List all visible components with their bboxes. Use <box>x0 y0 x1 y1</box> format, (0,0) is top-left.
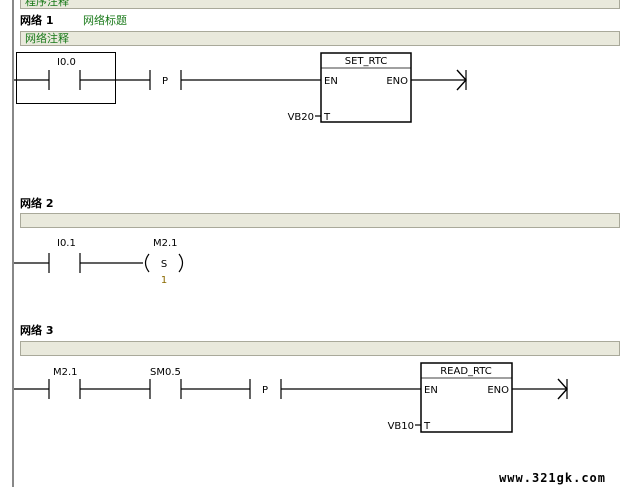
network-1-contact[interactable] <box>48 70 81 90</box>
network-2-coil-type: S <box>161 259 167 270</box>
read-rtc-en: EN <box>424 385 438 396</box>
network-2-rung <box>14 253 184 273</box>
network-1-subtitle[interactable]: 网络标题 <box>83 14 127 27</box>
network-1-edge-label: P <box>162 76 168 87</box>
network-2-contact[interactable] <box>48 253 81 273</box>
network-1-selection-box <box>16 52 116 104</box>
power-rail <box>12 0 14 487</box>
set-rtc-name: SET_RTC <box>345 56 388 67</box>
read-rtc-eno: ENO <box>487 385 509 396</box>
network-2-title: 网络 2 <box>20 197 54 210</box>
network-2-set-coil[interactable] <box>144 253 184 273</box>
set-rtc-input-addr: VB20 <box>288 112 314 123</box>
read-rtc-input-addr: VB10 <box>388 421 414 432</box>
network-2-contact-addr: I0.1 <box>57 238 76 249</box>
program-comment-bar[interactable]: 程序注释 <box>20 0 620 9</box>
network-1-contact-addr: I0.0 <box>57 57 76 68</box>
network-3-contact-2[interactable] <box>149 379 182 399</box>
read-rtc-name: READ_RTC <box>440 366 492 377</box>
network-3-contact-1[interactable] <box>48 379 81 399</box>
site-watermark: www.321gk.com <box>499 471 606 485</box>
network-3-rung <box>14 362 568 433</box>
set-rtc-input-pin: T <box>323 112 331 123</box>
network-1-title: 网络 1 <box>20 14 54 27</box>
program-comment-text: 程序注释 <box>25 0 69 8</box>
network-1-comment-bar[interactable]: 网络注释 <box>20 31 620 46</box>
set-rtc-en: EN <box>324 76 338 87</box>
network-3-contact-1-addr: M2.1 <box>53 367 78 378</box>
network-2-coil-count: 1 <box>161 275 167 286</box>
network-3-comment-bar[interactable] <box>20 341 620 356</box>
network-2-comment-bar[interactable] <box>20 213 620 228</box>
network-3-title: 网络 3 <box>20 324 54 337</box>
network-3-edge-label: P <box>262 385 268 396</box>
network-1-rung <box>14 52 467 123</box>
read-rtc-input-pin: T <box>423 421 431 432</box>
set-rtc-box[interactable] <box>320 52 412 123</box>
network-3-contact-2-addr: SM0.5 <box>150 367 181 378</box>
network-1-comment-text: 网络注释 <box>25 32 69 45</box>
network-2-coil-addr: M2.1 <box>153 238 178 249</box>
read-rtc-box[interactable] <box>420 362 513 433</box>
set-rtc-eno: ENO <box>386 76 408 87</box>
